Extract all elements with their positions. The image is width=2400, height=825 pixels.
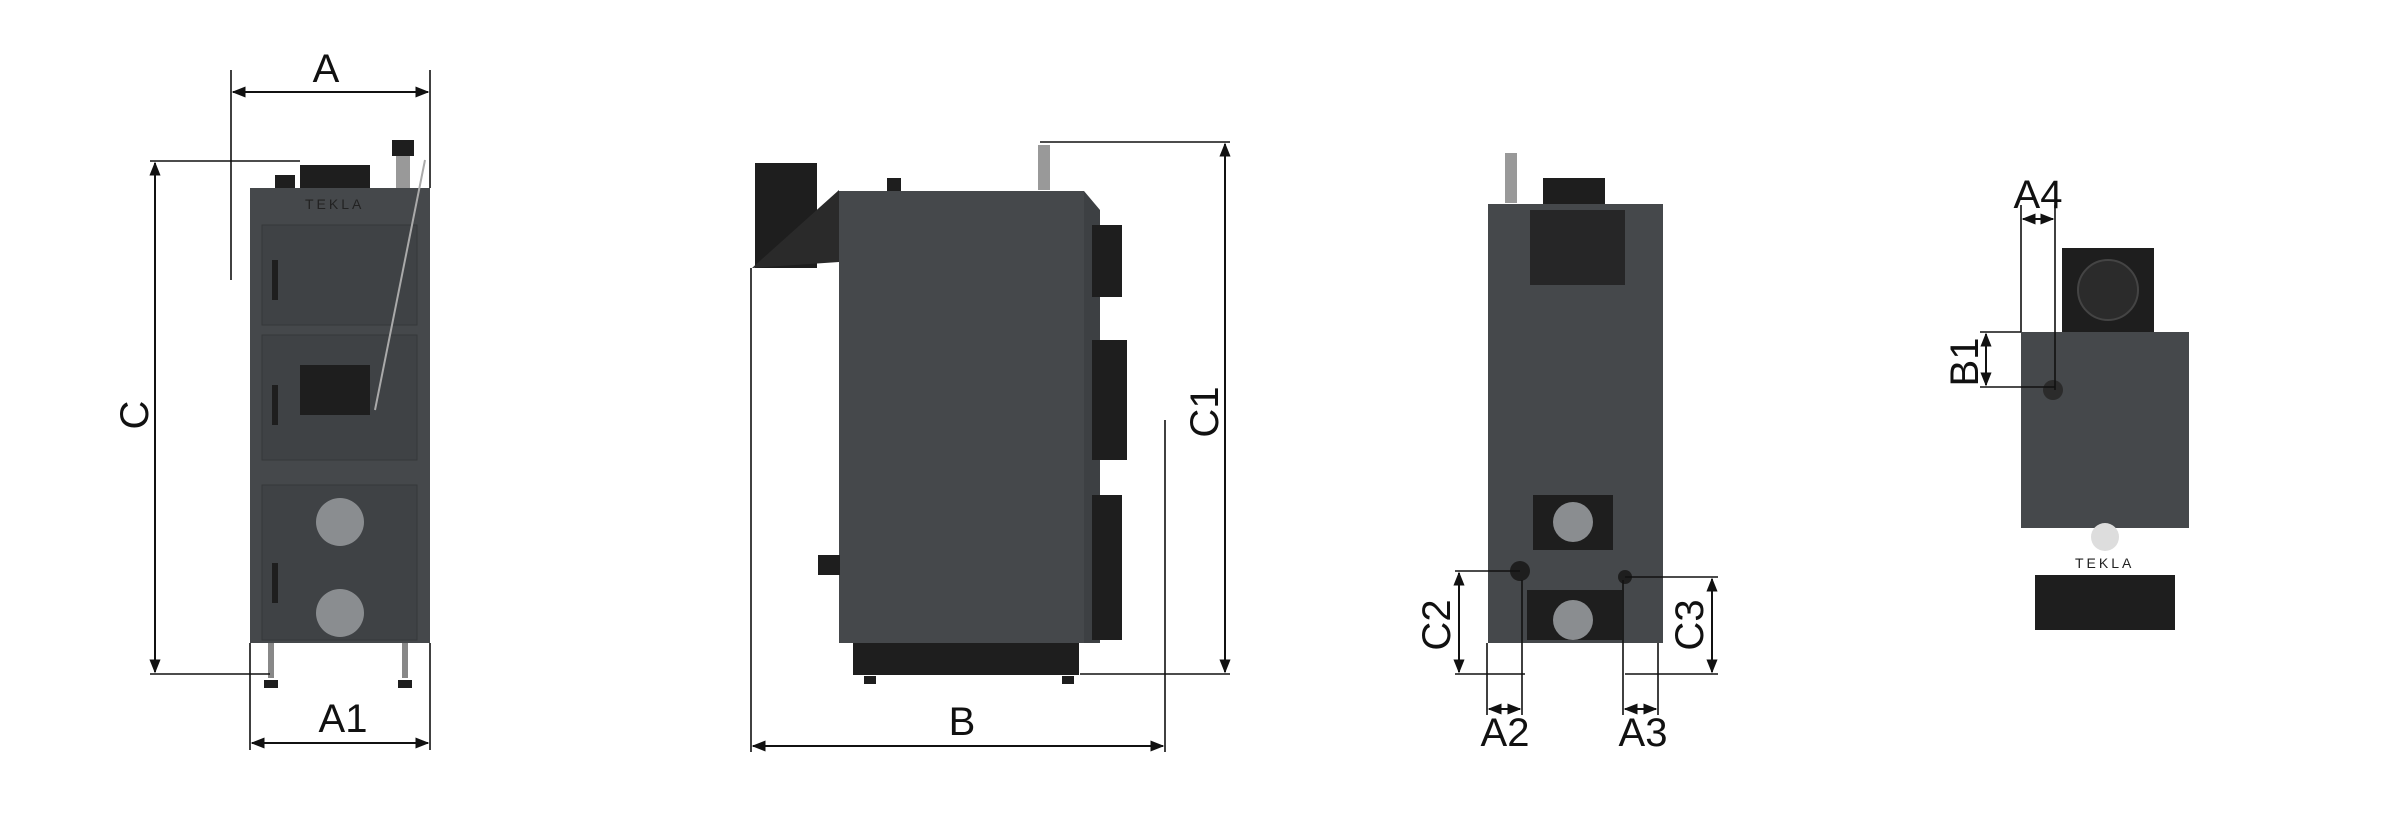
leg xyxy=(402,643,408,678)
label-a4: A4 xyxy=(2014,173,2063,217)
label-c1: C1 xyxy=(1183,386,1227,437)
fan-icon xyxy=(1553,600,1593,640)
brand-logo-top: TEKLA xyxy=(2075,555,2134,571)
flue-opening xyxy=(2077,259,2139,321)
label-b1: B1 xyxy=(1943,338,1987,387)
upper-door xyxy=(261,224,418,326)
label-c2: C2 xyxy=(1415,599,1459,650)
upper-door-hinge xyxy=(1092,225,1122,297)
top-fitting xyxy=(887,178,901,192)
base-plinth xyxy=(853,643,1079,675)
inspection-port xyxy=(2091,523,2119,551)
foot xyxy=(864,676,876,684)
top-fitting xyxy=(275,175,295,190)
boiler-body-top xyxy=(2021,332,2189,528)
label-a3: A3 xyxy=(1619,711,1668,755)
front-door-assembly xyxy=(2035,575,2175,630)
label-a2: A2 xyxy=(1481,711,1530,755)
foot xyxy=(398,680,412,688)
top-connector xyxy=(2043,380,2063,400)
label-c: C xyxy=(113,401,157,430)
air-inlet-disc xyxy=(316,589,364,637)
damper-chain xyxy=(374,159,426,411)
leg xyxy=(268,643,274,678)
front-view: TEKLA A C A1 xyxy=(113,47,431,750)
boiler-body-side xyxy=(839,191,1084,643)
side-view: C1 B xyxy=(750,141,1231,752)
air-damper xyxy=(300,365,370,415)
lower-door-hinge xyxy=(1092,495,1122,640)
top-view: TEKLA A4 B1 xyxy=(1943,173,2189,630)
foot xyxy=(1062,676,1074,684)
brand-logo: TEKLA xyxy=(305,196,364,212)
regulator-knob xyxy=(392,140,414,156)
flue-bracket xyxy=(752,190,839,268)
label-b: B xyxy=(949,700,976,744)
rear-connector xyxy=(818,555,840,575)
label-c3: C3 xyxy=(1668,599,1712,650)
thermostat-regulator xyxy=(396,145,410,190)
air-inlet-disc xyxy=(316,498,364,546)
door-handle xyxy=(272,563,278,603)
thermostat-regulator xyxy=(1038,145,1050,190)
door-handle xyxy=(272,260,278,300)
middle-door-hinge xyxy=(1092,340,1127,460)
label-a: A xyxy=(313,47,340,91)
back-view: C2 C3 A2 A3 xyxy=(1415,153,1718,755)
thermostat-regulator xyxy=(1505,153,1517,203)
flue-bracket xyxy=(1530,210,1625,285)
foot xyxy=(264,680,278,688)
label-a1: A1 xyxy=(319,697,368,741)
door-handle xyxy=(272,385,278,425)
fan-icon xyxy=(1553,502,1593,542)
